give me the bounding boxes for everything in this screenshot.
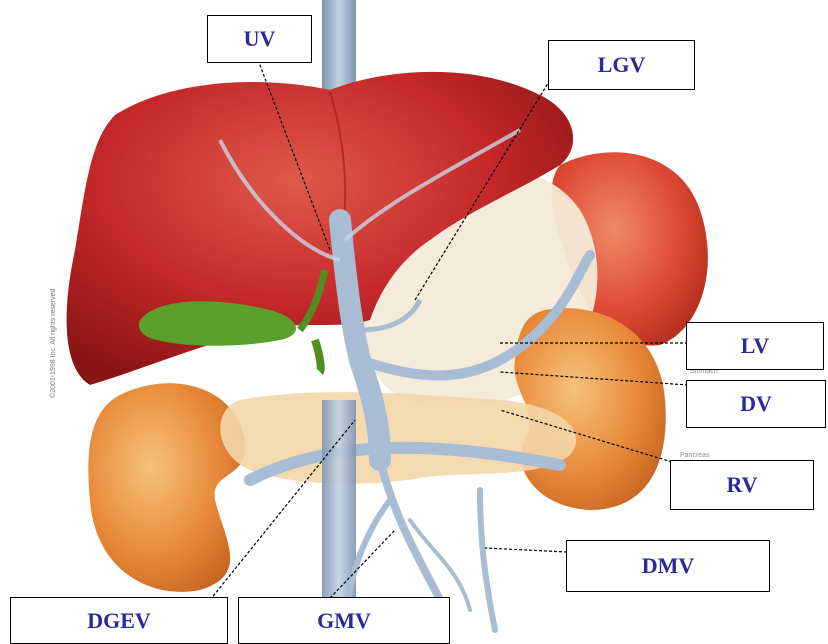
label-lv: LV: [686, 322, 824, 370]
label-rv: RV: [670, 460, 814, 510]
label-gmv: GMV: [238, 597, 450, 644]
pancreas-faint-note: Pancreas: [680, 452, 710, 459]
common-bile-duct: [315, 340, 321, 372]
mesenteric-vein-1: [380, 460, 440, 600]
leader-line-dmv: [485, 548, 567, 552]
mesenteric-vein-3: [480, 490, 495, 630]
label-lgv: LGV: [548, 40, 695, 90]
copyright-text: ©2001-1998 Inc. All rights reserved: [50, 289, 57, 398]
label-uv: UV: [207, 15, 312, 63]
label-dv: DV: [686, 380, 826, 428]
label-dmv: DMV: [566, 540, 770, 592]
label-dgev: DGEV: [10, 597, 228, 644]
right-kidney: [88, 383, 245, 592]
